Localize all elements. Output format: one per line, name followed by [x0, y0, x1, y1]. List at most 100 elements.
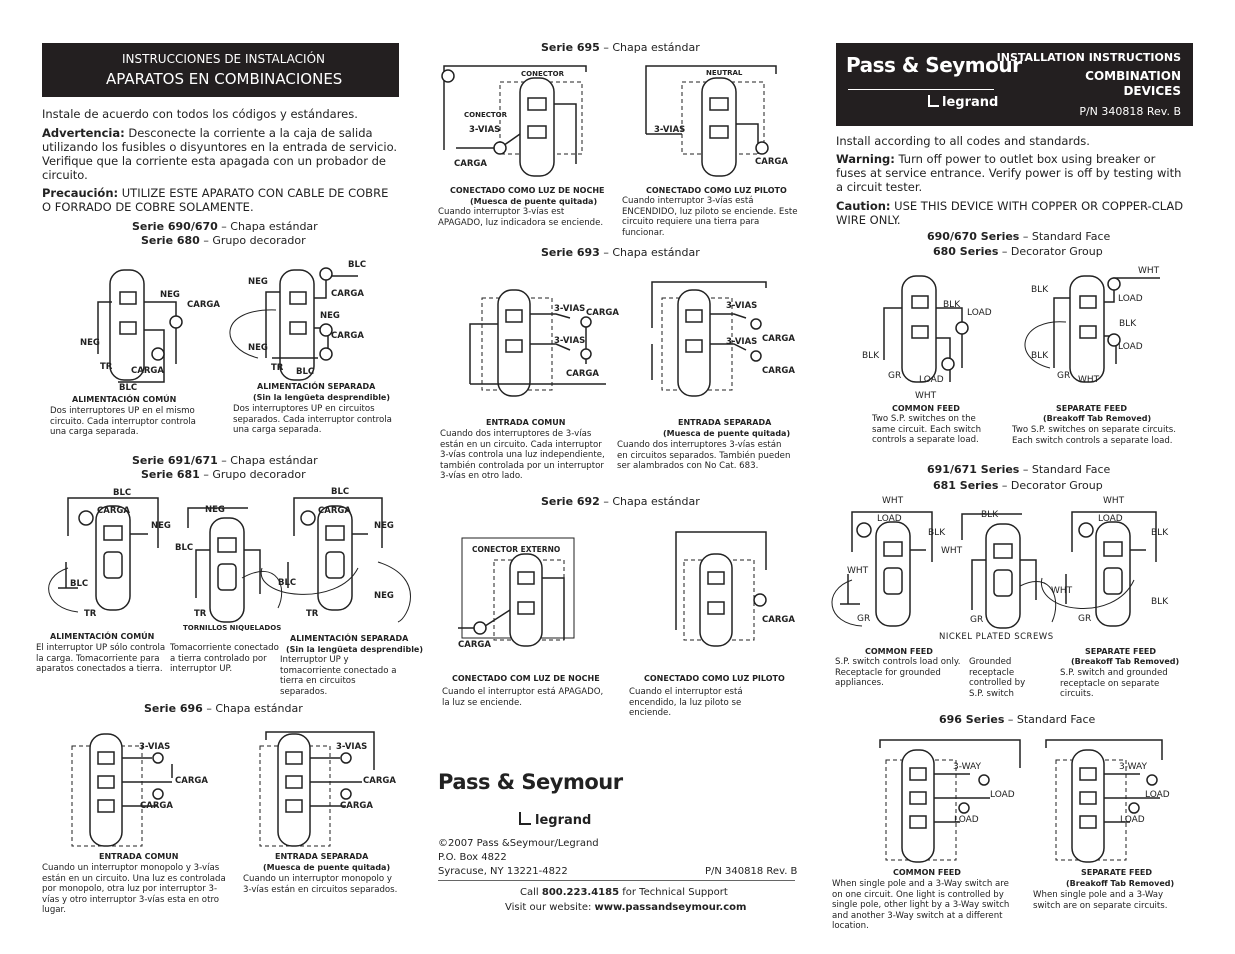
left-s1-cap2-text: Dos interruptores UP en circuitos separa…: [233, 404, 392, 435]
right-s2-title-a: 691/671 Series – Standard Face: [927, 463, 1111, 476]
left-s3-3vias2: 3-VIAS: [336, 742, 368, 752]
right-s2-load2: LOAD: [1098, 514, 1123, 524]
right-legrand-logo: legrand: [928, 95, 998, 110]
right-s1-load2: LOAD: [919, 375, 944, 385]
mid-s695-carga2: CARGA: [755, 157, 788, 167]
mid-part-no: P/N 340818 Rev. B: [705, 866, 798, 877]
mid-s695-3vias2: 3-VIAS: [654, 125, 686, 135]
left-s2-blc1: BLC: [113, 488, 132, 498]
left-s3-diagrams: [71, 731, 375, 847]
right-header-line3: DEVICES: [1123, 84, 1181, 98]
right-warning-text: Turn off power to outlet box using break…: [836, 152, 1182, 194]
left-s1-diagram-separate: [229, 267, 358, 381]
mid-s695-cap1-sub: (Muesca de puente quitada): [470, 197, 598, 206]
legrand-mark-icon: [519, 812, 531, 825]
left-s2-diagrams: [48, 497, 411, 623]
left-s2-tr1: TR: [84, 609, 97, 619]
right-s2-cap3-sub: (Breakoff Tab Removed): [1071, 657, 1180, 666]
right-s2-cap2-title: NICKEL PLATED SCREWS: [939, 632, 1054, 642]
right-s1-cap2-title: SEPARATE FEED: [1056, 404, 1128, 413]
right-s2-blk3: BLK: [1151, 528, 1169, 538]
left-s3-cap1-title: ENTRADA COMUN: [99, 852, 179, 861]
left-s3-cap2-text: Cuando un interruptor monopolo y 3-vías …: [243, 874, 398, 895]
right-s2-cap3-text: S.P. switch and grounded receptacle on s…: [1060, 668, 1168, 699]
mid-s695-conector2: CONECTOR: [464, 111, 507, 119]
left-s1-title-b: Serie 680 – Grupo decorador: [141, 234, 306, 247]
mid-copyright: ©2007 Pass &Seymour/Legrand: [438, 838, 599, 849]
right-s3-cap2-sub: (Breakoff Tab Removed): [1066, 879, 1175, 888]
right-s2-cap1-title: COMMON FEED: [865, 647, 933, 656]
right-s1-cap1-title: COMMON FEED: [892, 404, 960, 413]
right-s2-cap3-title: SEPARATE FEED: [1085, 647, 1157, 656]
right-s1-blk4: BLK: [1119, 319, 1137, 329]
left-warning-label: Advertencia:: [42, 126, 125, 140]
mid-s693-3vias1: 3-VIAS: [554, 304, 586, 314]
right-s3-cap1-title: COMMON FEED: [893, 868, 961, 877]
mid-s695-cap2-text: Cuando interruptor 3-vías está ENCENDIDO…: [622, 196, 798, 238]
left-s2-blc5: BLC: [278, 578, 297, 588]
right-s3-3way1: 3-WAY: [953, 762, 981, 772]
left-s2-title-a: Serie 691/671 – Chapa estándar: [132, 454, 318, 467]
left-s3-cap2-sub: (Muesca de puente quitada): [263, 863, 391, 872]
left-s2-cap3-sub: (Sin la lengüeta desprendible): [286, 645, 424, 654]
left-s3-carga2: CARGA: [140, 801, 173, 811]
left-s2-carga1: CARGA: [97, 506, 130, 516]
mid-s695-diagrams: [441, 65, 777, 177]
mid-s693-cap2-text: Cuando dos interruptores 3-vías están en…: [617, 440, 791, 471]
left-s1-carga4: CARGA: [331, 331, 364, 341]
left-s1-carga3: CARGA: [331, 289, 364, 299]
right-header-banner: Pass & Seymour legrand INSTALLATION INST…: [836, 43, 1193, 126]
left-s1-blc2: BLC: [348, 260, 367, 270]
mid-call: Call 800.223.4185 for Technical Support: [520, 887, 728, 898]
right-s3-cap2-text: When single pole and a 3-Way switch are …: [1033, 890, 1168, 911]
left-s2-tr2: TR: [194, 609, 207, 619]
left-s2-neg2: NEG: [205, 505, 225, 515]
left-s3-3vias1: 3-VIAS: [139, 742, 171, 752]
right-s3-3way2: 3-WAY: [1119, 762, 1147, 772]
left-s2-cap1-title: ALIMENTACIÓN COMÚN: [50, 632, 155, 641]
right-install-text: Install according to all codes and stand…: [836, 134, 1090, 148]
left-s2-blc3: BLC: [175, 543, 194, 553]
right-s1-diagrams: [883, 275, 1160, 383]
left-s3-carga1: CARGA: [175, 776, 208, 786]
mid-s693-carga3: CARGA: [762, 334, 795, 344]
left-s2-tr3: TR: [306, 609, 319, 619]
left-warning-text: Desconecte la corriente a la caja de sal…: [42, 126, 398, 182]
right-s2-gr2: GR: [970, 615, 984, 625]
left-s2-cap1-text: El interruptor UP sólo controla la carga…: [36, 643, 166, 674]
right-s2-blk1: BLK: [928, 528, 946, 538]
mid-s695-neutral: NEUTRAL: [706, 69, 743, 77]
right-s1-gr2: GR: [1057, 371, 1071, 381]
right-s2-wht4: WHT: [1103, 496, 1125, 506]
right-s1-cap1-text: Two S.P. switches on the same circuit. E…: [872, 414, 982, 445]
right-warning: Warning: Turn off power to outlet box us…: [836, 152, 1186, 194]
mid-s695-carga1: CARGA: [454, 159, 487, 169]
mid-s693-cap2-title: ENTRADA SEPARADA: [678, 418, 772, 427]
left-s2-neg1: NEG: [151, 521, 171, 531]
right-header-line1: INSTALLATION INSTRUCTIONS: [996, 51, 1181, 64]
mid-s695-3vias1: 3-VIAS: [469, 125, 501, 135]
left-header-banner: INSTRUCCIONES DE INSTALACIÓN APARATOS EN…: [42, 43, 399, 97]
mid-s695-conector1: CONECTOR: [521, 70, 564, 78]
left-s1-cap1-text: Dos interruptores UP en el mismo circuit…: [50, 406, 196, 437]
right-s1-wht3: WHT: [1078, 375, 1100, 385]
website-link[interactable]: www.passandseymour.com: [594, 902, 747, 913]
left-s1-tr2: TR: [271, 363, 284, 373]
right-s1-cap2-sub: (Breakoff Tab Removed): [1043, 414, 1152, 423]
right-s2-wht1: WHT: [882, 496, 904, 506]
right-s1-cap2-text: Two S.P. switches on separate circuits. …: [1012, 425, 1176, 446]
left-s3-carga4: CARGA: [340, 801, 373, 811]
left-s3-cap2-title: ENTRADA SEPARADA: [275, 852, 369, 861]
left-s1-blc3: BLC: [296, 367, 315, 377]
right-s2-wht2: WHT: [847, 566, 869, 576]
left-install-text: Instale de acuerdo con todos los códigos…: [42, 107, 358, 121]
right-s1-load4: LOAD: [1118, 342, 1143, 352]
right-s1-wht2: WHT: [1138, 266, 1160, 276]
mid-s695-cap2-title: CONECTADO COMO LUZ PILOTO: [646, 186, 787, 195]
left-s2-blc4: BLC: [331, 487, 350, 497]
right-s2-title-b: 681 Series – Decorator Group: [933, 479, 1103, 492]
mid-divider: [438, 880, 795, 881]
mid-s693-cap1-text: Cuando dos interruptores de 3-vías están…: [440, 429, 605, 481]
right-s2-cap2-text: Grounded receptacle controlled by S.P. s…: [969, 657, 1026, 699]
right-s1-blk1: BLK: [943, 300, 961, 310]
